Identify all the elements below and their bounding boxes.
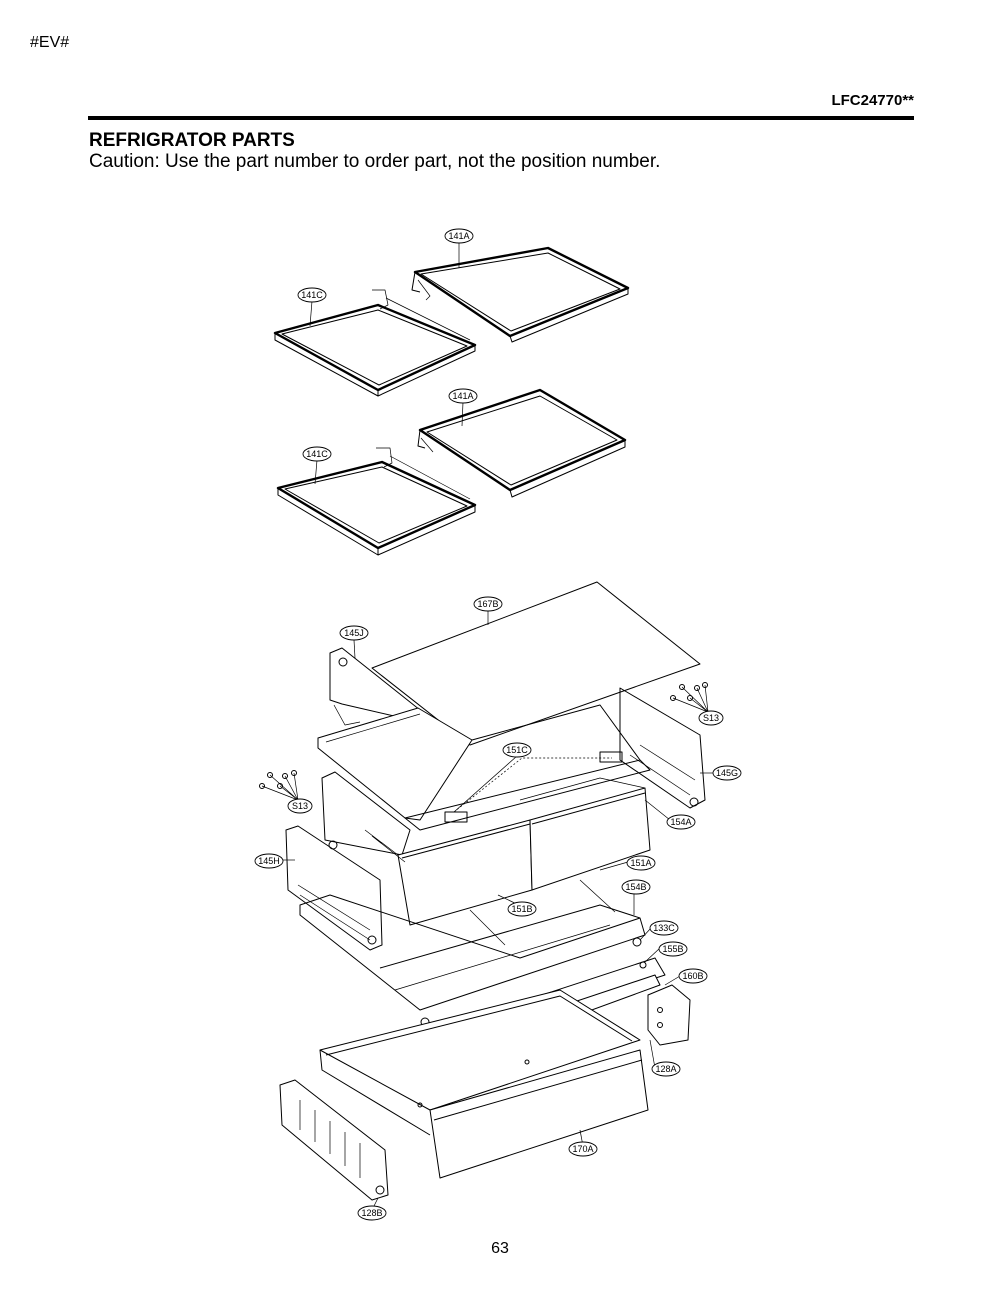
svg-text:128B: 128B — [361, 1208, 382, 1218]
svg-text:151C: 151C — [506, 745, 528, 755]
callout-141c-upper: 141C — [297, 287, 327, 303]
svg-text:154A: 154A — [670, 817, 691, 827]
callout-133c: 133C — [649, 920, 679, 936]
svg-text:133C: 133C — [653, 923, 675, 933]
shelf-141a-lower — [417, 388, 627, 498]
callout-145h: 145H — [254, 853, 284, 869]
svg-text:151B: 151B — [511, 904, 532, 914]
header-rule — [88, 116, 914, 120]
shelf-141c-lower — [276, 447, 477, 556]
callout-160b: 160B — [678, 968, 708, 984]
svg-text:160B: 160B — [682, 971, 703, 981]
svg-text:154B: 154B — [625, 882, 646, 892]
svg-text:141A: 141A — [452, 391, 473, 401]
callout-s13-left: S13 — [287, 798, 313, 814]
caution-note: Caution: Use the part number to order pa… — [89, 151, 661, 172]
callout-155b: 155B — [658, 941, 688, 957]
callout-154b: 154B — [621, 879, 651, 895]
callout-141a-upper: 141A — [444, 228, 474, 244]
svg-text:167B: 167B — [477, 599, 498, 609]
svg-text:145J: 145J — [344, 628, 364, 638]
shelf-141c-upper — [273, 289, 477, 397]
page-number: 63 — [491, 1240, 509, 1257]
callout-167b: 167B — [473, 596, 503, 612]
callout-154a: 154A — [666, 814, 696, 830]
callout-145j: 145J — [339, 625, 369, 641]
svg-text:141C: 141C — [301, 290, 323, 300]
callout-170a: 170A — [568, 1141, 598, 1157]
callout-128a: 128A — [651, 1061, 681, 1077]
svg-text:141C: 141C — [306, 449, 328, 459]
svg-text:155B: 155B — [662, 944, 683, 954]
svg-text:145H: 145H — [258, 856, 280, 866]
bracket-128a — [647, 984, 691, 1046]
shelf-141a-upper — [411, 246, 630, 343]
svg-text:170A: 170A — [572, 1144, 593, 1154]
section-title: REFRIGRATOR PARTS — [89, 130, 295, 151]
crisper-cover-frame — [317, 704, 651, 831]
callout-145g: 145G — [712, 765, 742, 781]
callout-151c: 151C — [502, 742, 532, 758]
callout-141a-lower: 141A — [448, 388, 478, 404]
callout-128b: 128B — [357, 1205, 387, 1221]
svg-text:141A: 141A — [448, 231, 469, 241]
callout-141c-lower: 141C — [302, 446, 332, 462]
callout-151b: 151B — [507, 901, 537, 917]
lower-frame-tray — [299, 879, 646, 1011]
svg-text:S13: S13 — [292, 801, 308, 811]
side-rail-145h — [285, 825, 383, 951]
screws-s13-right — [670, 682, 709, 713]
bottom-drawer-170a — [319, 989, 649, 1179]
callout-s13-right: S13 — [698, 710, 724, 726]
callout-151a: 151A — [626, 855, 656, 871]
svg-text:128A: 128A — [655, 1064, 676, 1074]
bracket-128b — [279, 1079, 389, 1201]
svg-text:151A: 151A — [630, 858, 651, 868]
document-code: #EV# — [30, 34, 70, 51]
side-rail-145g — [619, 687, 706, 809]
crisper-drawer-right-151a — [519, 777, 651, 891]
crisper-drawer-left-151b — [321, 771, 533, 926]
svg-text:145G: 145G — [716, 768, 738, 778]
svg-text:S13: S13 — [703, 713, 719, 723]
model-number: LFC24770** — [831, 92, 914, 109]
screws-s13-left — [259, 770, 299, 801]
